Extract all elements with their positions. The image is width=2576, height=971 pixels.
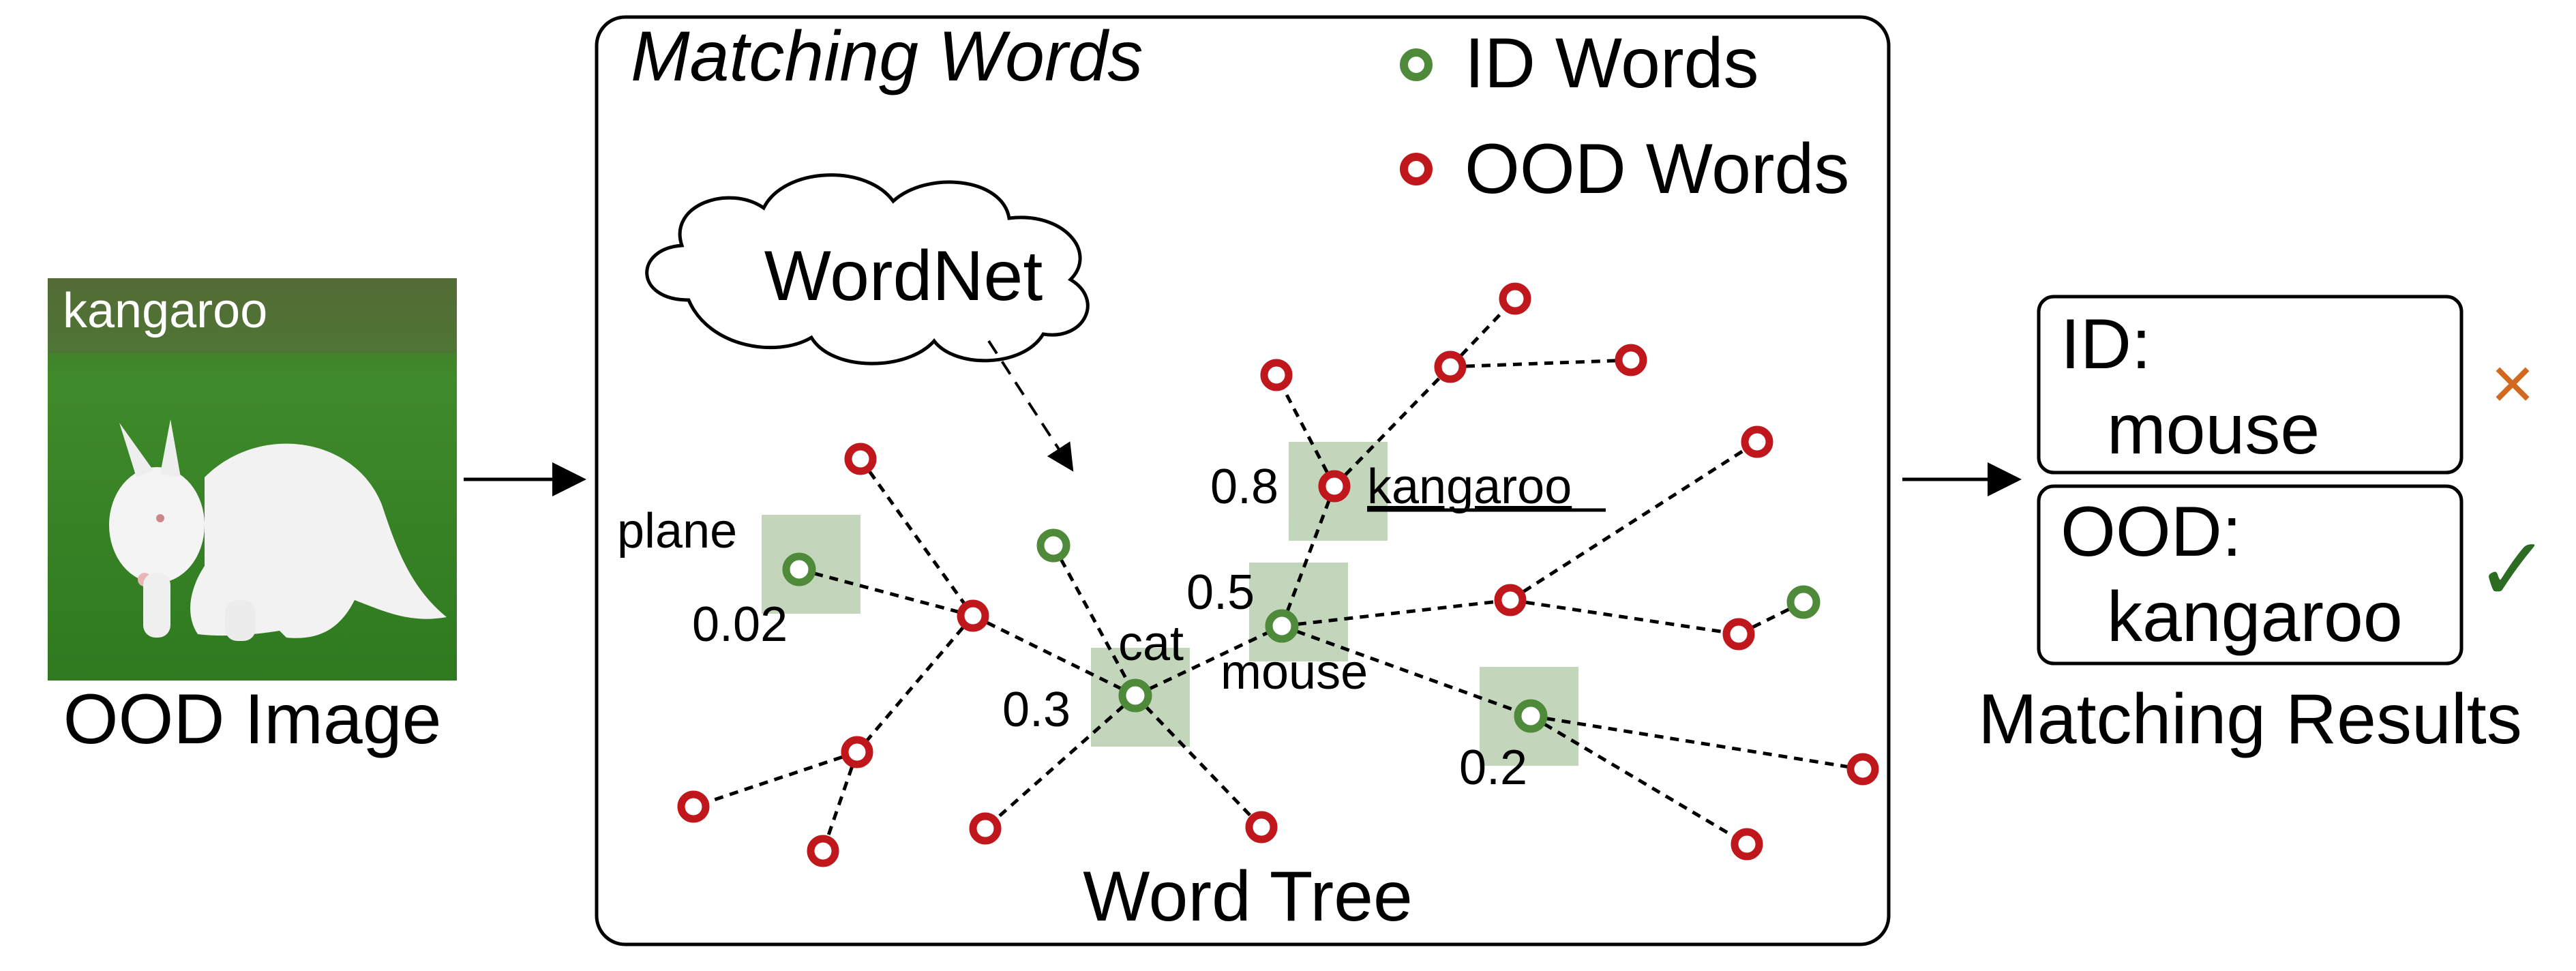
wordnet-arrow	[987, 340, 1074, 472]
id-result-heading: ID:	[2061, 305, 2151, 384]
node-id	[1036, 528, 1070, 563]
label-kangaroo: kangaroo	[1367, 460, 1572, 514]
label-mouse: mouse	[1220, 645, 1368, 700]
label-plane: plane	[617, 504, 737, 558]
node-cat	[1118, 678, 1152, 713]
node-ood	[844, 443, 877, 475]
score-mouse: 0.5	[1186, 565, 1255, 620]
image-label: kangaroo	[63, 284, 267, 338]
node-ood	[677, 790, 710, 823]
id-result-box	[2037, 295, 2463, 475]
cross-mark: ×	[2491, 342, 2534, 425]
node-ood	[1260, 359, 1293, 391]
node-ood	[1245, 811, 1278, 843]
node-id	[1786, 585, 1821, 619]
node-ood	[1846, 753, 1879, 786]
tree-edges	[693, 297, 1863, 852]
ood-image: kangaroo	[48, 278, 457, 681]
ood-nodes	[677, 282, 1879, 867]
wordnet-label: WordNet	[764, 237, 1043, 316]
ood-result-heading: OOD:	[2061, 492, 2242, 571]
label-cat: cat	[1118, 616, 1184, 671]
node-ood	[1731, 828, 1763, 861]
matching-title: Matching Words	[631, 17, 1143, 96]
kangaroo-figure	[109, 419, 447, 641]
node-labels: plane 0.02 cat 0.3 mouse 0.5 kangaroo 0.…	[617, 460, 1606, 795]
ood-image-caption: OOD Image	[63, 680, 442, 759]
node-ood	[1494, 584, 1527, 616]
node-ood	[957, 599, 989, 632]
ood-result-box	[2037, 484, 2463, 666]
wordnet-cloud	[645, 173, 1090, 365]
score-cat: 0.3	[1002, 683, 1070, 737]
legend-ood-label: OOD Words	[1465, 130, 1849, 209]
id-result-word: mouse	[2107, 390, 2320, 469]
node-ood	[1741, 425, 1773, 458]
node-kangaroo	[1318, 470, 1351, 503]
score-plane: 0.02	[692, 597, 788, 652]
node-mouse	[1265, 609, 1299, 643]
node-right	[1514, 699, 1548, 733]
score-right: 0.2	[1459, 741, 1527, 795]
legend-id-label: ID Words	[1465, 24, 1759, 103]
node-ood	[1434, 350, 1467, 383]
node-ood	[807, 835, 839, 867]
id-nodes	[782, 528, 1821, 733]
node-ood	[1722, 618, 1755, 651]
legend-ood-marker	[1400, 153, 1433, 185]
results-caption: Matching Results	[1978, 680, 2522, 759]
node-ood	[1615, 344, 1647, 376]
legend-id-marker	[1400, 48, 1433, 81]
check-mark: ✓	[2476, 520, 2550, 619]
node-plane	[782, 552, 816, 586]
score-kangaroo: 0.8	[1210, 460, 1278, 514]
ood-result-word: kangaroo	[2107, 578, 2403, 657]
word-tree-caption: Word Tree	[1083, 857, 1413, 936]
node-ood	[841, 736, 873, 768]
node-ood	[969, 812, 1002, 845]
node-ood	[1499, 282, 1531, 315]
thumbnails	[762, 442, 1578, 766]
matching-panel-frame	[595, 15, 1891, 946]
